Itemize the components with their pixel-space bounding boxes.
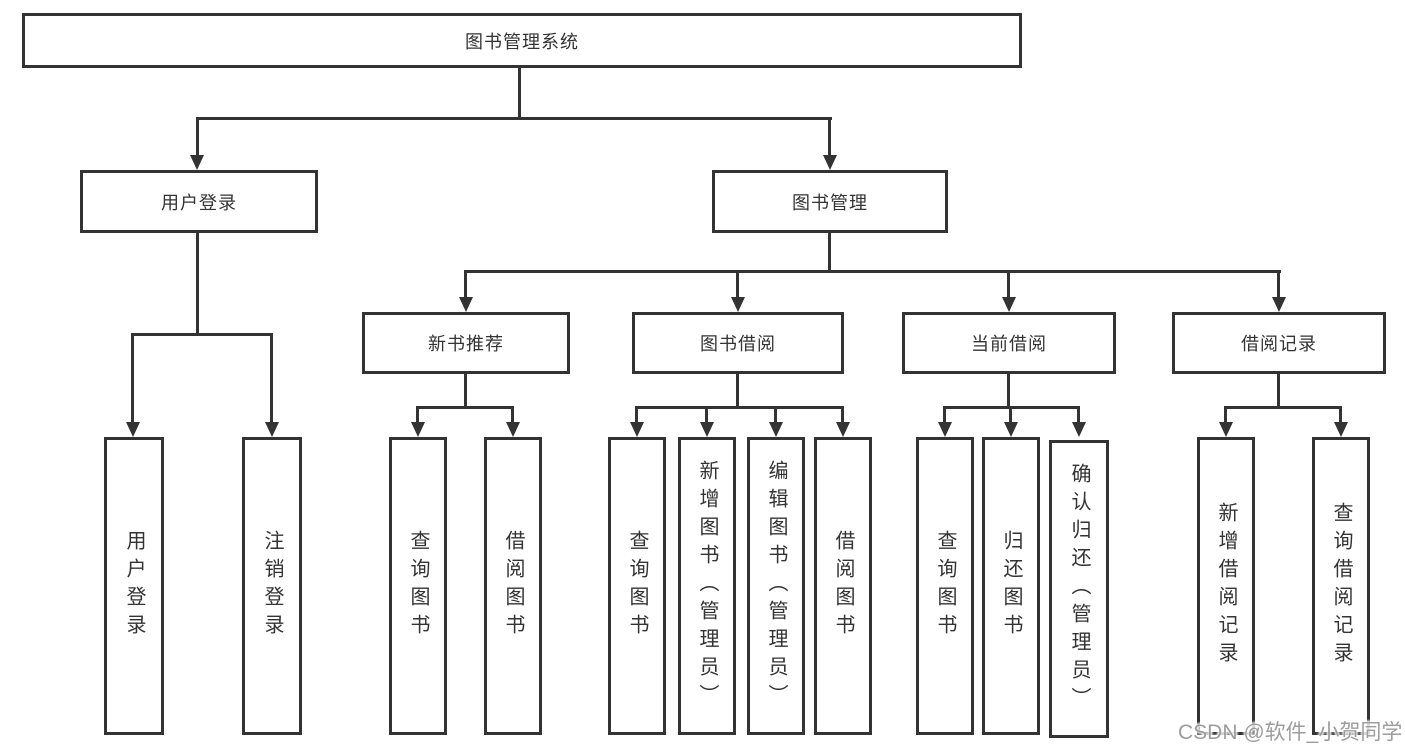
node-borrow-records: 借阅记录 xyxy=(1172,312,1386,374)
leaf-confirm-return-admin: 确认归还（管理员） xyxy=(1049,440,1109,738)
arrow-down-icon xyxy=(938,422,952,437)
leaf-label: 用户登录 xyxy=(123,530,145,642)
arrow-down-icon xyxy=(265,422,279,437)
node-current-borrow: 当前借阅 xyxy=(902,312,1116,374)
connector-stem xyxy=(1077,406,1080,422)
leaf-label: 查询图书 xyxy=(407,530,429,642)
connector-book-mgmt-stem xyxy=(828,117,831,155)
connector-stem xyxy=(841,406,844,422)
connector-stem xyxy=(416,406,419,422)
leaf-label: 新增借阅记录 xyxy=(1215,502,1237,670)
leaf-label: 借阅图书 xyxy=(502,530,524,642)
arrow-down-icon xyxy=(126,422,140,437)
leaf-label: 借阅图书 xyxy=(832,530,854,642)
connector-stem xyxy=(1009,406,1012,422)
connector-stem xyxy=(131,333,134,422)
leaf-label: 查询图书 xyxy=(934,530,956,642)
connector-user-login-stem xyxy=(196,117,199,155)
connector-stem xyxy=(1339,406,1342,422)
leaf-query-borrow-record: 查询借阅记录 xyxy=(1312,437,1370,735)
leaf-query-books-1: 查询图书 xyxy=(389,437,447,735)
node-book-borrow-label: 图书借阅 xyxy=(700,334,776,354)
connector-stem xyxy=(705,406,708,422)
leaf-borrow-books-2: 借阅图书 xyxy=(814,437,872,735)
node-new-books: 新书推荐 xyxy=(362,312,570,374)
arrow-down-icon xyxy=(700,422,714,437)
connector-stem xyxy=(1224,406,1227,422)
leaf-label: 编辑图书（管理员） xyxy=(765,460,787,712)
node-user-login: 用户登录 xyxy=(80,170,318,233)
leaf-edit-books-admin: 编辑图书（管理员） xyxy=(747,437,805,735)
connector-book-borrow-down xyxy=(736,374,739,409)
connector-new-books-down xyxy=(464,374,467,409)
leaf-borrow-books-1: 借阅图书 xyxy=(484,437,542,735)
arrow-down-icon xyxy=(1002,297,1016,312)
node-book-borrow: 图书借阅 xyxy=(632,312,844,374)
leaf-user-login: 用户登录 xyxy=(104,437,164,735)
node-new-books-label: 新书推荐 xyxy=(428,334,504,354)
connector-stem xyxy=(774,406,777,422)
connector-user-login-down xyxy=(196,233,199,335)
csdn-watermark: CSDN @软件_小贺同学 xyxy=(1178,721,1403,744)
connector-stem xyxy=(1277,270,1280,297)
connector-root-stem xyxy=(518,68,521,118)
leaf-query-books-2: 查询图书 xyxy=(608,437,666,735)
leaf-add-books-admin: 新增图书（管理员） xyxy=(678,437,736,735)
leaf-label: 新增图书（管理员） xyxy=(696,460,718,712)
connector-stem xyxy=(511,406,514,422)
node-root: 图书管理系统 xyxy=(22,13,1022,68)
arrow-down-icon xyxy=(1219,422,1233,437)
arrow-down-icon xyxy=(190,155,204,170)
node-book-mgmt: 图书管理 xyxy=(712,170,948,233)
node-user-login-label: 用户登录 xyxy=(161,192,237,213)
leaf-return-books: 归还图书 xyxy=(982,437,1040,735)
arrow-down-icon xyxy=(411,422,425,437)
arrow-down-icon xyxy=(1004,422,1018,437)
leaf-label: 查询借阅记录 xyxy=(1330,502,1352,670)
node-root-label: 图书管理系统 xyxy=(465,31,579,52)
leaf-logout: 注销登录 xyxy=(242,437,302,735)
connector-borrow-records-hline xyxy=(1224,406,1342,409)
connector-stem xyxy=(943,406,946,422)
connector-stem xyxy=(635,406,638,422)
leaf-query-books-3: 查询图书 xyxy=(916,437,974,735)
leaf-label: 归还图书 xyxy=(1000,530,1022,642)
connector-book-borrow-hline xyxy=(635,406,843,409)
arrow-down-icon xyxy=(836,422,850,437)
arrow-down-icon xyxy=(731,297,745,312)
connector-stem xyxy=(1007,270,1010,297)
arrow-down-icon xyxy=(1272,297,1286,312)
arrow-down-icon xyxy=(1072,422,1086,437)
leaf-label: 确认归还（管理员） xyxy=(1068,463,1090,715)
arrow-down-icon xyxy=(459,297,473,312)
connector-borrow-records-down xyxy=(1277,374,1280,409)
connector-current-borrow-down xyxy=(1007,374,1010,409)
connector-stem xyxy=(736,270,739,297)
leaf-label: 注销登录 xyxy=(261,530,283,642)
connector-level1-hline xyxy=(196,117,832,120)
connector-new-books-hline xyxy=(416,406,514,409)
connector-stem xyxy=(270,333,273,422)
connector-user-login-hline xyxy=(131,333,273,336)
node-current-borrow-label: 当前借阅 xyxy=(971,334,1047,354)
node-book-mgmt-label: 图书管理 xyxy=(792,192,868,213)
arrow-down-icon xyxy=(769,422,783,437)
arrow-down-icon xyxy=(506,422,520,437)
connector-stem xyxy=(464,270,467,297)
connector-book-mgmt-down xyxy=(828,233,831,273)
arrow-down-icon xyxy=(630,422,644,437)
node-borrow-records-label: 借阅记录 xyxy=(1241,334,1317,354)
leaf-label: 查询图书 xyxy=(626,530,648,642)
connector-level3-hline xyxy=(464,270,1281,273)
arrow-down-icon xyxy=(823,155,837,170)
arrow-down-icon xyxy=(1334,422,1348,437)
leaf-add-borrow-record: 新增借阅记录 xyxy=(1197,437,1255,735)
